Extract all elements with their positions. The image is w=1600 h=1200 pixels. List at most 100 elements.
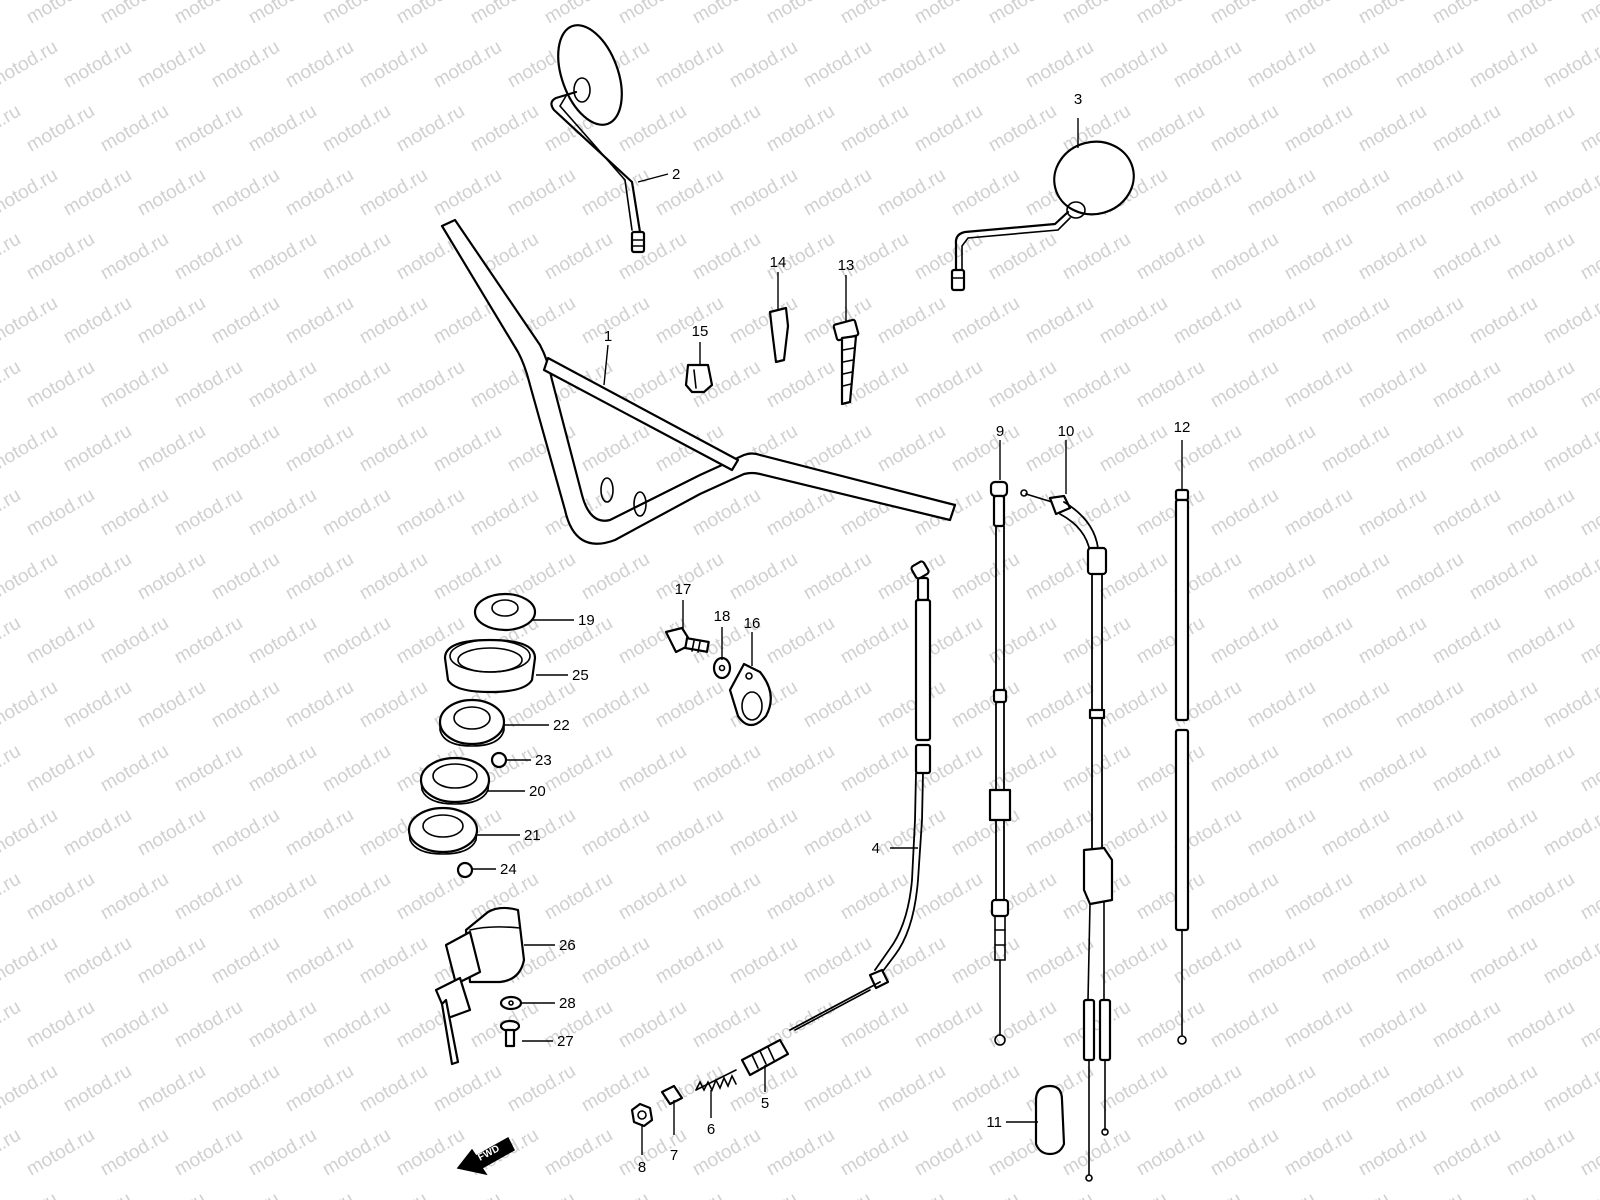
watermark-text: motod.ru [874, 1061, 949, 1117]
watermark-text: motod.ru [1096, 37, 1171, 93]
watermark-text: motod.ru [1577, 613, 1600, 669]
watermark-text: motod.ru [1207, 357, 1282, 413]
watermark-text: motod.ru [948, 165, 1023, 221]
watermark-text: motod.ru [1244, 1189, 1319, 1200]
packing-middle [419, 756, 491, 805]
watermark-text: motod.ru [837, 101, 912, 157]
watermark-text: motod.ru [1540, 421, 1600, 477]
watermark-text: motod.ru [689, 0, 764, 28]
watermark-text: motod.ru [282, 677, 357, 733]
watermark-text: motod.ru [0, 549, 61, 605]
watermark-text: motod.ru [1318, 549, 1393, 605]
watermark-text: motod.ru [1392, 1189, 1467, 1200]
watermark-text: motod.ru [97, 0, 172, 28]
callout-5: 5 [761, 1095, 769, 1112]
watermark-text: motod.ru [1244, 37, 1319, 93]
callout-20: 20 [529, 783, 546, 800]
watermark-text: motod.ru [319, 1125, 394, 1181]
watermark-text: motod.ru [134, 37, 209, 93]
watermark-text: motod.ru [726, 549, 801, 605]
watermark-text: motod.ru [356, 37, 431, 93]
watermark-text: motod.ru [245, 357, 320, 413]
watermark-text: motod.ru [356, 1061, 431, 1117]
watermark-text: motod.ru [652, 165, 727, 221]
watermark-text: motod.ru [0, 1125, 24, 1181]
watermark-text: motod.ru [356, 933, 431, 989]
watermark-text: motod.ru [1355, 101, 1430, 157]
watermark-text: motod.ru [763, 101, 838, 157]
watermark-text: motod.ru [0, 229, 24, 285]
watermark-text: motod.ru [97, 101, 172, 157]
watermark-text: motod.ru [0, 1061, 61, 1117]
watermark-text: motod.ru [60, 933, 135, 989]
watermark-text: motod.ru [1244, 549, 1319, 605]
watermark-text: motod.ru [652, 933, 727, 989]
screw [499, 1019, 521, 1048]
callout-8: 8 [638, 1159, 646, 1176]
watermark-text: motod.ru [97, 1125, 172, 1181]
watermark-text: motod.ru [578, 549, 653, 605]
watermark-text: motod.ru [1244, 677, 1319, 733]
watermark-text: motod.ru [1318, 805, 1393, 861]
watermark-text: motod.ru [245, 869, 320, 925]
watermark-text: motod.ru [578, 1189, 653, 1200]
watermark-text: motod.ru [1540, 1189, 1600, 1200]
watermark-text: motod.ru [0, 37, 61, 93]
watermark-text: motod.ru [1170, 293, 1245, 349]
watermark-text: motod.ru [911, 357, 986, 413]
watermark-text: motod.ru [60, 421, 135, 477]
watermark-text: motod.ru [985, 357, 1060, 413]
watermark-text: motod.ru [171, 0, 246, 28]
watermark-text: motod.ru [60, 677, 135, 733]
watermark-text: motod.ru [1429, 229, 1504, 285]
watermark-text: motod.ru [208, 165, 283, 221]
watermark-text: motod.ru [1096, 549, 1171, 605]
watermark-text: motod.ru [948, 677, 1023, 733]
watermark-text: motod.ru [171, 101, 246, 157]
spring [695, 1069, 737, 1092]
watermark-text: motod.ru [467, 101, 542, 157]
watermark-text: motod.ru [1429, 1125, 1504, 1181]
watermark-text: motod.ru [134, 1061, 209, 1117]
watermark-text: motod.ru [1096, 933, 1171, 989]
watermark-text: motod.ru [763, 485, 838, 541]
watermark-text: motod.ru [1392, 933, 1467, 989]
watermark-text: motod.ru [356, 421, 431, 477]
watermark-text: motod.ru [245, 997, 320, 1053]
watermark-text: motod.ru [1392, 1061, 1467, 1117]
watermark-text: motod.ru [134, 1189, 209, 1200]
watermark-text: motod.ru [1429, 741, 1504, 797]
watermark-text: motod.ru [1281, 229, 1356, 285]
watermark-text: motod.ru [1355, 229, 1430, 285]
watermark-text: motod.ru [1466, 421, 1541, 477]
boot [1034, 1084, 1066, 1156]
watermark-text: motod.ru [97, 613, 172, 669]
watermark-text: motod.ru [615, 741, 690, 797]
watermark-text: motod.ru [1059, 997, 1134, 1053]
bolt [664, 626, 710, 654]
watermark-text: motod.ru [1577, 0, 1600, 28]
callouts: 1 2 3 4 5 6 7 8 9 10 11 12 13 14 15 16 1… [500, 91, 1190, 1176]
watermark-text: motod.ru [282, 549, 357, 605]
watermark-text: motod.ru [1281, 997, 1356, 1053]
watermark-text: motod.ru [1355, 613, 1430, 669]
watermark-text: motod.ru [1429, 485, 1504, 541]
callout-21: 21 [524, 827, 541, 844]
watermark-text: motod.ru [208, 549, 283, 605]
watermark-text: motod.ru [1503, 1125, 1578, 1181]
watermark-text: motod.ru [1466, 37, 1541, 93]
watermark-text: motod.ru [319, 229, 394, 285]
watermark-text: motod.ru [948, 805, 1023, 861]
clutch-cable [789, 560, 932, 1031]
watermark-text: motod.ru [1466, 165, 1541, 221]
watermark-text: motod.ru [1466, 677, 1541, 733]
watermark-text: motod.ru [1540, 293, 1600, 349]
watermark-text: motod.ru [837, 1125, 912, 1181]
watermark-text: motod.ru [1022, 933, 1097, 989]
watermark-text: motod.ru [504, 1189, 579, 1200]
watermark-text: motod.ru [1429, 997, 1504, 1053]
watermark-text: motod.ru [356, 1189, 431, 1200]
watermark-text: motod.ru [652, 37, 727, 93]
watermark-text: motod.ru [948, 1061, 1023, 1117]
